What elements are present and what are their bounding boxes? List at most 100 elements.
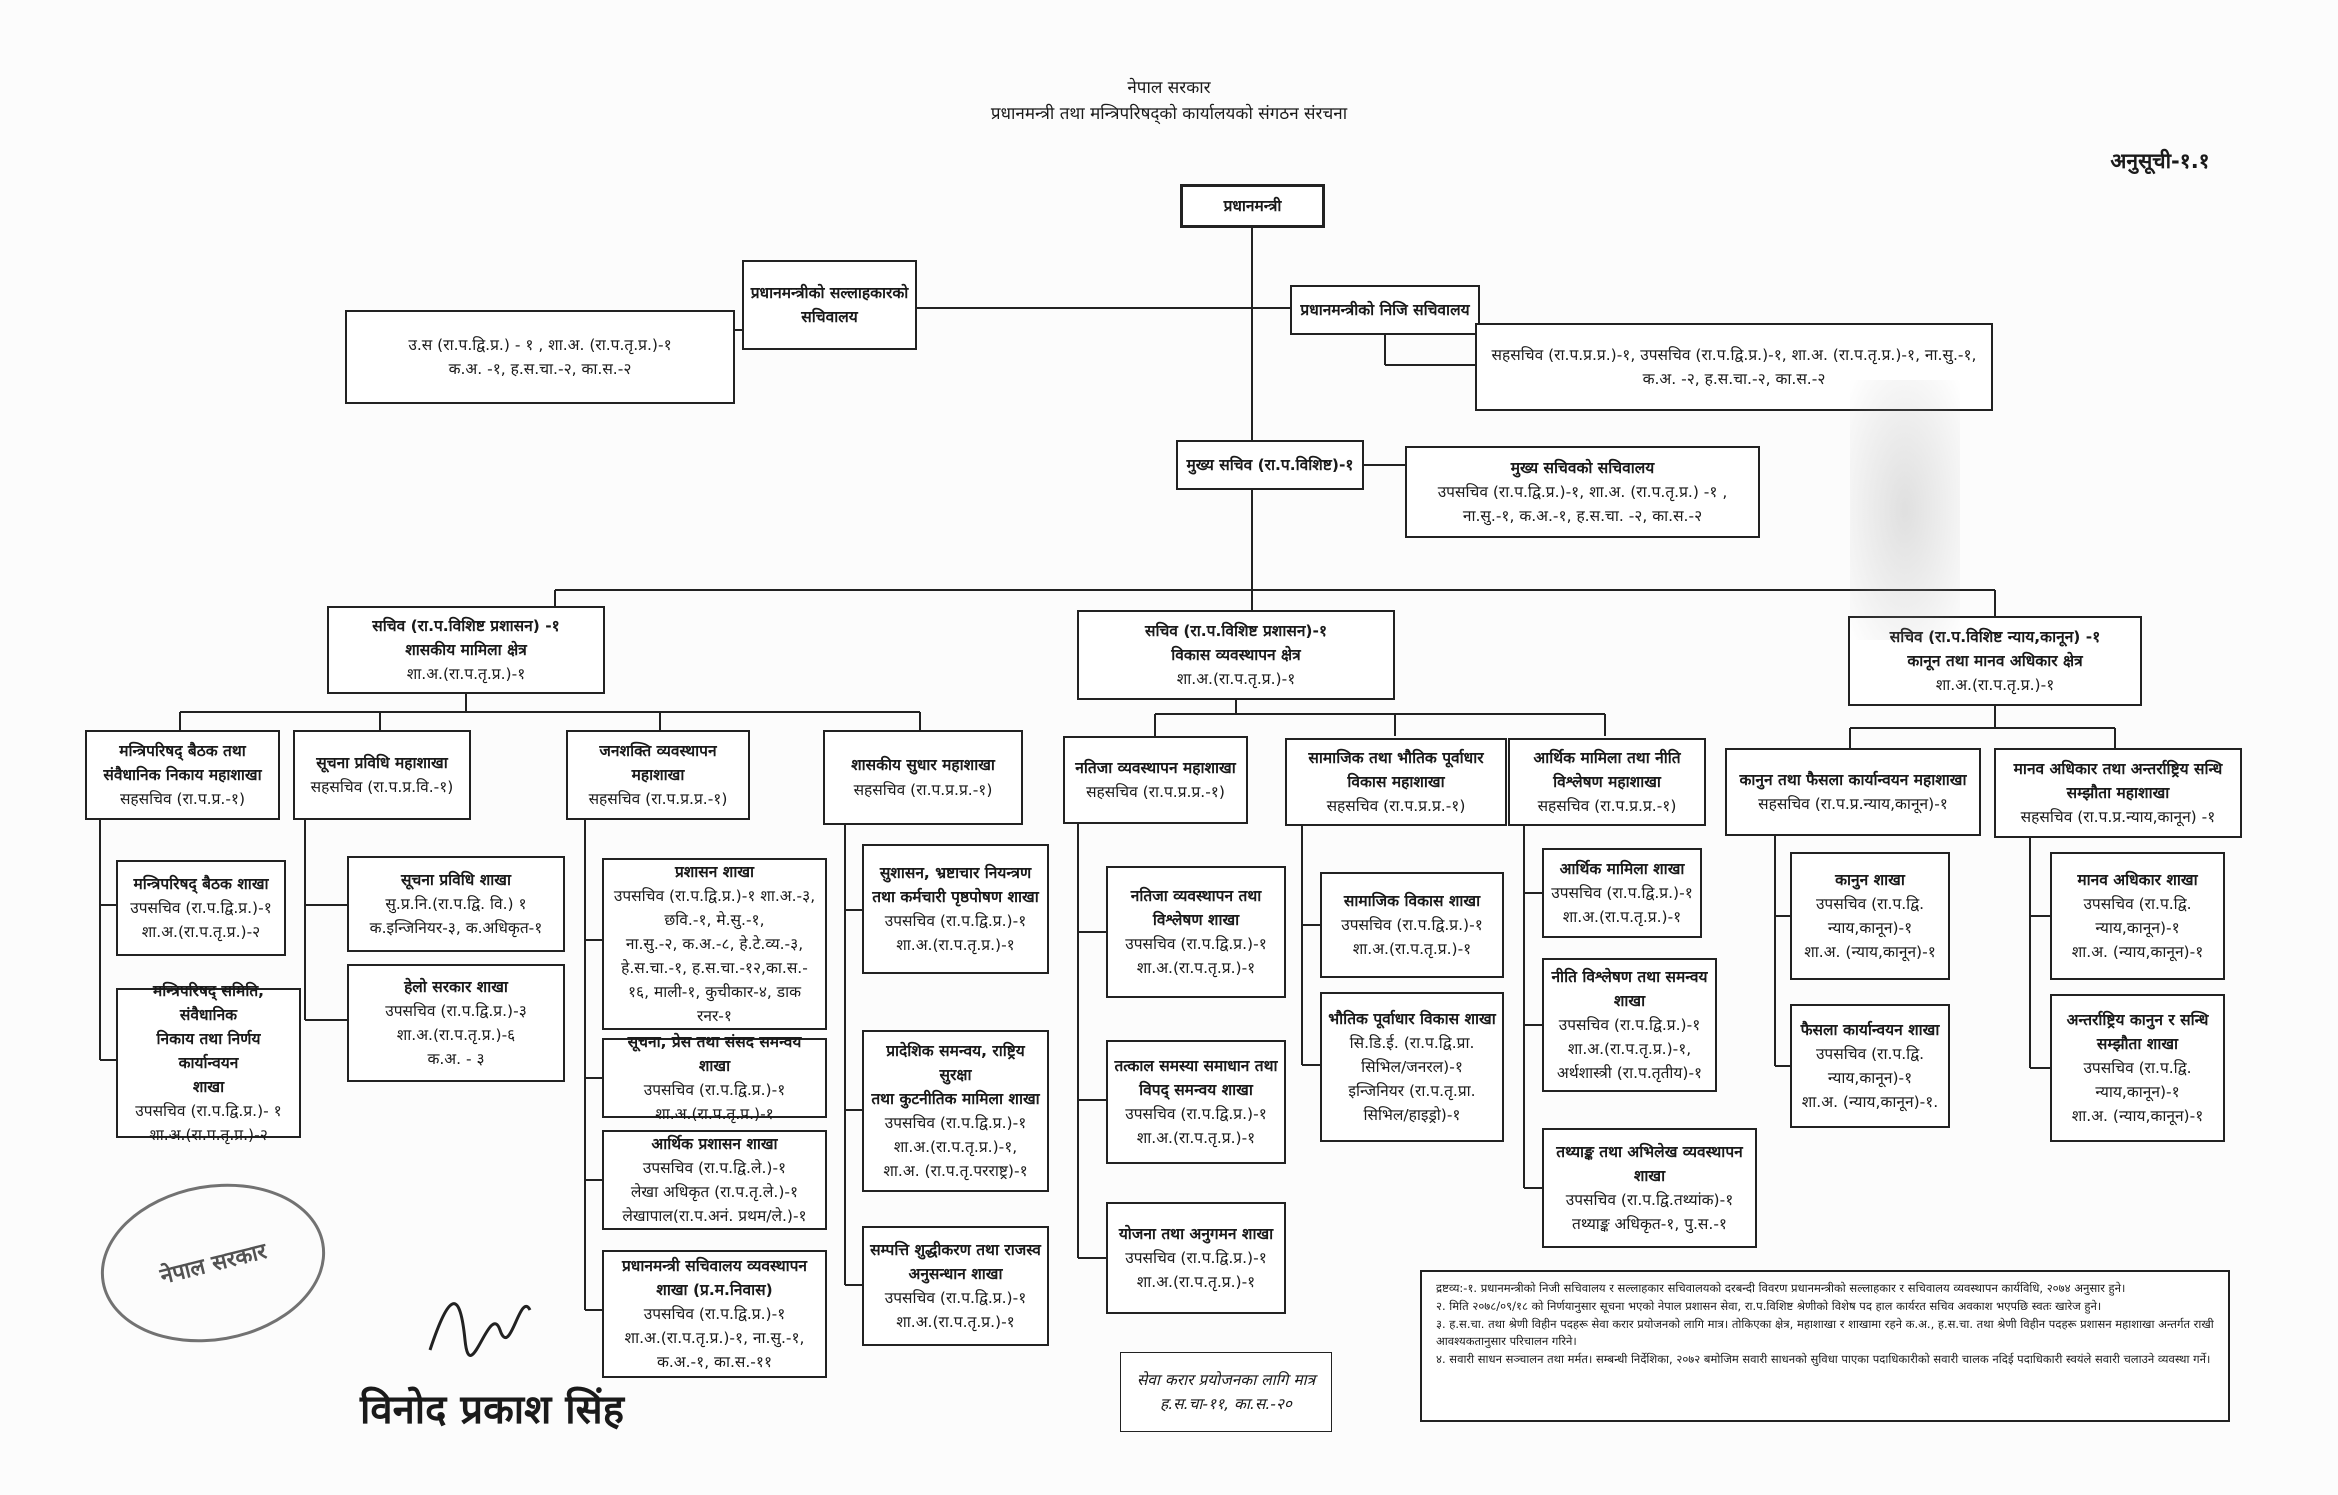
section-hello-sarkar-title: हेलो सरकार शाखा [404,977,508,996]
section-it-box: सूचना प्रविधि शाखा सु.प्र.नि.(रा.प.द्वि.… [347,856,565,952]
division-it-box: सूचना प्रविधि महाशाखा सहसचिव (रा.प.प्र.व… [293,730,471,820]
division-it-title: सूचना प्रविधि महाशाखा [316,753,448,772]
secretary-development-box: सचिव (रा.प.विशिष्ट प्रशासन)-१ विकास व्यव… [1077,610,1395,700]
section-verdict-execution-title: फैसला कार्यान्वयन शाखा [1800,1020,1940,1039]
division-human-rights-title: मानव अधिकार तथा अन्तर्राष्ट्रिय सन्धि सम… [2013,759,2223,802]
section-policy-analysis-title: नीति विश्लेषण तथा समन्वय शाखा [1551,967,1708,1010]
chief-secretary-title: मुख्य सचिव (रा.प.विशिष्ट)-१ [1186,455,1354,474]
section-pm-residence-detail: उपसचिव (रा.प.द्वि.प्र.)-१ शा.अ.(रा.प.तृ.… [624,1305,805,1372]
section-disaster-coordination-box: तत्काल समस्या समाधान तथा विपद् समन्वय शा… [1106,1040,1286,1164]
contract-service-box: सेवा करार प्रयोजनका लागि मात्र ह.स.चा-११… [1120,1352,1332,1432]
private-staff-detail: सहसचिव (रा.प.प्र.प्र.)-१, उपसचिव (रा.प.द… [1491,345,1977,388]
section-infrastructure-detail: सि.डि.ई. (रा.प.द्वि.प्रा. सिभिल/जनरल)-१ … [1348,1033,1476,1125]
secretary-law-detail: शा.अ.(रा.प.तृ.प्र.)-१ [1935,676,2055,694]
division-human-rights-box: मानव अधिकार तथा अन्तर्राष्ट्रिय सन्धि सम… [1994,748,2242,838]
section-results-analysis-detail: उपसचिव (रा.प.द्वि.प्र.)-१ शा.अ.(रा.प.तृ.… [1125,935,1267,978]
secretary-governance-box: सचिव (रा.प.विशिष्ट प्रशासन) -१ शासकीय मा… [327,606,605,694]
section-statistics-records-detail: उपसचिव (रा.प.द्वि.तथ्यांक)-१ तथ्याङ्क अध… [1565,1191,1734,1234]
section-money-laundering-title: सम्पत्ति शुद्धीकरण तथा राजस्व अनुसन्धान … [870,1240,1041,1283]
note-line: द्रष्टव्य:-१. प्रधानमन्त्रीको निजी सचिवा… [1436,1281,2126,1295]
division-law-title: कानुन तथा फैसला कार्यान्वयन महाशाखा [1739,770,1967,789]
division-manpower-box: जनशक्ति व्यवस्थापन महाशाखा सहसचिव (रा.प.… [566,730,750,820]
division-economic-box: आर्थिक मामिला तथा नीति विश्लेषण महाशाखा … [1508,738,1706,826]
note-line: ४. सवारी साधन सञ्चालन तथा मर्मत। सम्बन्ध… [1436,1352,2211,1367]
section-law-detail: उपसचिव (रा.प.द्वि. न्याय,कानून)-१ शा.अ. … [1804,894,1936,962]
section-human-rights-detail: उपसचिव (रा.प.द्वि. न्याय,कानून)-१ शा.अ. … [2071,894,2204,962]
division-results-title: नतिजा व्यवस्थापन महाशाखा [1075,758,1236,777]
section-international-treaty-title: अन्तर्राष्ट्रिय कानुन र सन्धि सम्झौता शा… [2066,1010,2209,1053]
division-results-box: नतिजा व्यवस्थापन महाशाखा सहसचिव (रा.प.प्… [1063,736,1248,824]
section-social-development-box: सामाजिक विकास शाखा उपसचिव (रा.प.द्वि.प्र… [1320,872,1504,978]
division-infrastructure-title: सामाजिक तथा भौतिक पूर्वाधार विकास महाशाख… [1308,748,1484,791]
section-money-laundering-detail: उपसचिव (रा.प.द्वि.प्र.)-१ शा.अ.(रा.प.तृ.… [884,1289,1027,1332]
division-cabinet-title: मन्त्रिपरिषद् बैठक तथा संवैधानिक निकाय म… [103,741,262,784]
section-human-rights-box: मानव अधिकार शाखा उपसचिव (रा.प.द्वि. न्या… [2050,852,2225,980]
section-economic-affairs-box: आर्थिक मामिला शाखा उपसचिव (रा.प.द्वि.प्र… [1542,848,1702,938]
section-verdict-execution-detail: उपसचिव (रा.प.द्वि. न्याय,कानून)-१ शा.अ. … [1801,1044,1939,1112]
section-press-box: सूचना, प्रेस तथा संसद समन्वय शाखा उपसचिव… [602,1033,827,1123]
section-policy-analysis-detail: उपसचिव (रा.प.द्वि.प्र.)-१ शा.अ.(रा.प.तृ.… [1556,1015,1703,1083]
page-title: प्रधानमन्त्री तथा मन्त्रिपरिषद्‌को कार्य… [990,104,1348,124]
section-infrastructure-box: भौतिक पूर्वाधार विकास शाखा सि.डि.ई. (रा.… [1320,992,1504,1142]
chief-secretary-box: मुख्य सचिव (रा.प.विशिष्ट)-१ [1176,440,1364,490]
section-cabinet-committee-detail: उपसचिव (रा.प.द्वि.प्र.)- १ शा.अ.(रा.प.तृ… [135,1102,282,1145]
annex-label: अनुसूची-१.१ [2110,149,2210,173]
division-manpower-title: जनशक्ति व्यवस्थापन महाशाखा [599,741,717,784]
division-reform-title: शासकीय सुधार महाशाखा [851,756,995,775]
secretary-development-detail: शा.अ.(रा.प.तृ.प्र.)-१ [1176,670,1296,688]
official-seal: नेपाल सरकार [88,1166,338,1360]
advisor-secretariat-box: प्रधानमन्त्रीको सल्लाहकारको सचिवालय [742,260,917,350]
section-law-title: कानुन शाखा [1835,870,1905,889]
section-cabinet-meeting-box: मन्त्रिपरिषद् बैठक शाखा उपसचिव (रा.प.द्व… [116,860,286,956]
section-international-treaty-detail: उपसचिव (रा.प.द्वि. न्याय,कानून)-१ शा.अ. … [2071,1058,2204,1126]
section-human-rights-title: मानव अधिकार शाखा [2077,870,2198,889]
section-social-development-title: सामाजिक विकास शाखा [1343,891,1481,910]
section-provincial-coordination-title: प्रादेशिक समन्वय, राष्ट्रिय सुरक्षा तथा … [871,1041,1040,1108]
secretary-law-title: सचिव (रा.प.विशिष्ट न्याय,कानून) -१ कानून… [1890,627,2101,670]
section-financial-admin-box: आर्थिक प्रशासन शाखा उपसचिव (रा.प.द्वि.ले… [602,1130,827,1230]
section-infrastructure-title: भौतिक पूर्वाधार विकास शाखा [1328,1009,1496,1028]
division-cabinet-detail: सहसचिव (रा.प.प्र.-१) [119,790,246,808]
note-line: २. मिति २०७८/०९/१८ को निर्णयानुसार सूचना… [1436,1298,2102,1313]
note-line: ३. ह.स.चा. तथा श्रेणी विहीन पदहरू सेवा क… [1436,1316,2214,1349]
division-economic-detail: सहसचिव (रा.प.प्र.प्र.-१) [1537,797,1677,815]
pm-title: प्रधानमन्त्री [1223,196,1282,215]
section-planning-monitoring-title: योजना तथा अनुगमन शाखा [1118,1224,1274,1243]
government-name: नेपाल सरकार [1127,78,1211,98]
section-planning-monitoring-detail: उपसचिव (रा.प.द्वि.प्र.)-१ शा.अ.(रा.प.तृ.… [1125,1248,1267,1291]
section-good-governance-detail: उपसचिव (रा.प.द्वि.प्र.)-१ शा.अ.(रा.प.तृ.… [884,912,1027,955]
chief-secretariat-title: मुख्य सचिवको सचिवालय [1510,458,1655,477]
division-infrastructure-box: सामाजिक तथा भौतिक पूर्वाधार विकास महाशाख… [1285,738,1507,826]
section-cabinet-meeting-title: मन्त्रिपरिषद् बैठक शाखा [133,874,269,893]
advisor-staff-detail: उ.स (रा.प.द्वि.प्र.) - १ , शा.अ. (रा.प.त… [408,335,672,378]
scan-smudge [1850,380,1960,640]
division-infrastructure-detail: सहसचिव (रा.प.प्र.प्र.-१) [1326,797,1466,815]
signature-name: विनोद प्रकाश सिंह [360,1386,624,1433]
section-pm-residence-title: प्रधानमन्त्री सचिवालय व्यवस्थापन शाखा (प… [621,1256,808,1299]
section-provincial-coordination-detail: उपसचिव (रा.प.द्वि.प्र.)-१ शा.अ.(रा.प.तृ.… [883,1114,1028,1181]
signature-scribble [428,1302,532,1357]
section-cabinet-meeting-detail: उपसचिव (रा.प.द्वि.प्र.)-१ शा.अ.(रा.प.तृ.… [130,898,272,941]
section-policy-analysis-box: नीति विश्लेषण तथा समन्वय शाखा उपसचिव (रा… [1542,958,1717,1092]
section-good-governance-title: सुशासन, भ्रष्टाचार नियन्त्रण तथा कर्मचार… [872,863,1039,906]
section-administration-box: प्रशासन शाखा उपसचिव (रा.प.द्वि.प्र.)-१ श… [602,858,827,1030]
pm-box: प्रधानमन्त्री [1180,184,1325,228]
section-financial-admin-detail: उपसचिव (रा.प.द्वि.ले.)-१ लेखा अधिकृत (रा… [622,1158,807,1226]
section-economic-affairs-detail: उपसचिव (रा.प.द्वि.प्र.)-१ शा.अ.(रा.प.तृ.… [1551,883,1693,926]
section-results-analysis-box: नतिजा व्यवस्थापन तथा विश्लेषण शाखा उपसचि… [1106,866,1286,998]
contract-service-title: सेवा करार प्रयोजनका लागि मात्र [1136,1370,1316,1389]
section-hello-sarkar-detail: उपसचिव (रा.प.द्वि.प्र.)-३ शा.अ.(रा.प.तृ.… [385,1001,527,1069]
section-economic-affairs-title: आर्थिक मामिला शाखा [1559,859,1685,878]
secretary-development-title: सचिव (रा.प.विशिष्ट प्रशासन)-१ विकास व्यव… [1144,621,1328,664]
division-it-detail: सहसचिव (रा.प.प्र.वि.-१) [310,778,454,796]
notes-box: द्रष्टव्य:-१. प्रधानमन्त्रीको निजी सचिवा… [1420,1270,2230,1422]
advisor-secretariat-title: प्रधानमन्त्रीको सल्लाहकारको सचिवालय [750,283,909,326]
private-secretariat-box: प्रधानमन्त्रीको निजि सचिवालय [1290,285,1480,335]
section-it-title: सूचना प्रविधि शाखा [401,870,511,889]
section-cabinet-committee-box: मन्त्रिपरिषद् समिति, संवैधानिक निकाय तथा… [116,982,301,1144]
section-provincial-coordination-box: प्रादेशिक समन्वय, राष्ट्रिय सुरक्षा तथा … [862,1030,1049,1192]
secretary-governance-detail: शा.अ.(रा.प.तृ.प्र.)-१ [406,665,526,683]
private-staff-box: सहसचिव (रा.प.प्र.प्र.)-१, उपसचिव (रा.प.द… [1475,323,1993,411]
section-statistics-records-box: तथ्याङ्क तथा अभिलेख व्यवस्थापन शाखा उपसच… [1542,1128,1757,1248]
section-money-laundering-box: सम्पत्ति शुद्धीकरण तथा राजस्व अनुसन्धान … [862,1226,1049,1346]
